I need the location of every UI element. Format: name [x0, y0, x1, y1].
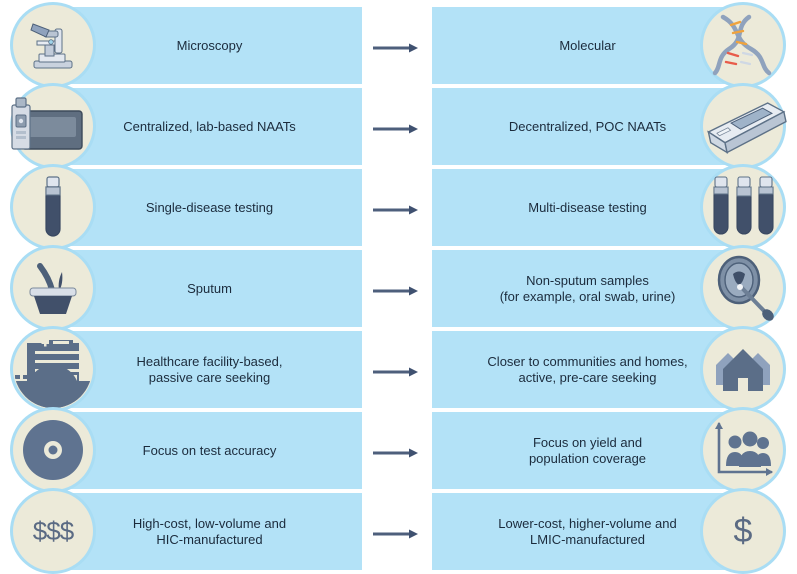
left-bar: Focus on test accuracy — [57, 412, 362, 489]
dna-helix-icon — [703, 5, 783, 85]
single-dollar-label: $ — [733, 511, 753, 550]
right-bar: Non-sputum samples (for example, oral sw… — [432, 250, 743, 327]
sputum-cup-icon — [13, 248, 93, 328]
diagram-row: Focus on test accuracy Focus on yield an… — [0, 409, 797, 490]
oral-swab-icon — [703, 248, 783, 328]
lab-analyzer-icon — [11, 86, 93, 166]
multiple-test-tubes-icon — [703, 167, 783, 247]
left-bar: Microscopy — [57, 7, 362, 84]
left-bar: Single-disease testing — [57, 169, 362, 246]
left-bar-label: Healthcare facility-based, passive care … — [136, 353, 283, 385]
left-bar-label: Single-disease testing — [145, 199, 274, 215]
right-bar-label: Focus on yield and population coverage — [528, 434, 647, 466]
arrow-right-icon — [373, 283, 419, 296]
poc-device-icon — [703, 86, 787, 166]
arrow-right-icon — [373, 526, 419, 539]
target-accuracy-icon — [13, 410, 93, 490]
left-bar: High-cost, low-volume and HIC-manufactur… — [57, 493, 362, 570]
right-bar: Multi-disease testing — [432, 169, 743, 246]
diagram-row: High-cost, low-volume and HIC-manufactur… — [0, 490, 797, 571]
right-bar: Focus on yield and population coverage — [432, 412, 743, 489]
arrow-right-icon — [373, 445, 419, 458]
left-bar-label: High-cost, low-volume and HIC-manufactur… — [132, 515, 287, 547]
left-bar-label: Microscopy — [176, 37, 243, 53]
left-bar: Healthcare facility-based, passive care … — [57, 331, 362, 408]
arrow-right-icon — [373, 121, 419, 134]
left-bar-label: Centralized, lab-based NAATs — [123, 118, 296, 134]
microscope-icon — [13, 5, 93, 85]
single-dollar-icon: $ — [703, 491, 783, 571]
houses-icon — [703, 329, 783, 409]
arrow-right-icon — [373, 202, 419, 215]
right-bar-label: Molecular — [559, 37, 616, 53]
right-bar: Lower-cost, higher-volume and LMIC-manuf… — [432, 493, 743, 570]
left-bar: Centralized, lab-based NAATs — [57, 88, 362, 165]
arrow-right-icon — [373, 364, 419, 377]
right-bar-label: Multi-disease testing — [528, 199, 647, 215]
diagram-row: Sputum Non-sputum samples (for example, … — [0, 247, 797, 328]
right-bar: Molecular — [432, 7, 743, 84]
diagram-row: Microscopy Molecular — [0, 4, 797, 85]
hospital-building-icon — [13, 329, 93, 409]
arrow-right-icon — [373, 40, 419, 53]
single-test-tube-icon — [13, 167, 93, 247]
population-chart-icon — [703, 410, 783, 490]
right-bar-label: Closer to communities and homes, active,… — [487, 353, 688, 385]
right-bar-label: Lower-cost, higher-volume and LMIC-manuf… — [498, 515, 677, 547]
right-bar-label: Decentralized, POC NAATs — [508, 118, 667, 134]
diagram-row: Single-disease testing Multi-disease tes… — [0, 166, 797, 247]
diagram-row: Healthcare facility-based, passive care … — [0, 328, 797, 409]
diagram-row: Centralized, lab-based NAATs Decentraliz… — [0, 85, 797, 166]
right-bar: Decentralized, POC NAATs — [432, 88, 743, 165]
right-bar-label: Non-sputum samples (for example, oral sw… — [499, 272, 676, 304]
triple-dollar-icon: $$$ — [13, 491, 93, 571]
left-bar-label: Sputum — [187, 280, 232, 296]
triple-dollar-label: $$$ — [32, 515, 74, 546]
left-bar-label: Focus on test accuracy — [142, 442, 277, 458]
left-bar: Sputum — [57, 250, 362, 327]
right-bar: Closer to communities and homes, active,… — [432, 331, 743, 408]
